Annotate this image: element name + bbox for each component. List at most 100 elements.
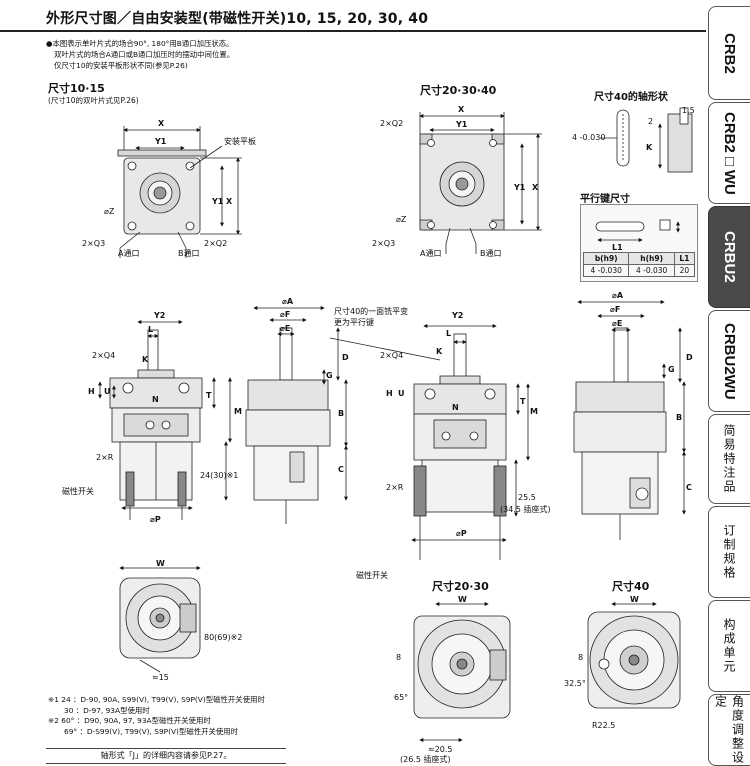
label-n: N xyxy=(152,395,159,404)
notes: ●本图表示单叶片式的场合90°, 180°用B通口加压状态。 双叶片式的场合A通… xyxy=(46,38,234,71)
side-view-20-40-front xyxy=(329,324,530,560)
label-phi-p: ⌀P xyxy=(150,515,161,524)
label-phi-f-40: ⌀F xyxy=(610,305,620,314)
label-x-v: X xyxy=(226,197,233,206)
label-l: L xyxy=(148,325,153,334)
label-q2-20: 2×Q2 xyxy=(380,119,403,128)
label-u-20: U xyxy=(398,389,405,398)
note-line: 双叶片式的场合A通口或B通口加压时的摆动中间位置。 xyxy=(54,50,235,59)
label-15: ≈15 xyxy=(152,673,169,682)
label-k: K xyxy=(142,355,149,364)
label-h-20: H xyxy=(386,389,393,398)
label-y1-20-v: Y1 xyxy=(513,183,526,192)
label-r22-5: R22.5 xyxy=(592,721,615,730)
label-x-20-v: X xyxy=(532,183,539,192)
side-view-10-15-front xyxy=(98,320,232,520)
tab-crb2[interactable]: CRB2 xyxy=(708,6,750,100)
label-65: 65° xyxy=(394,693,408,702)
label-x: X xyxy=(158,119,165,128)
label-8: 8 xyxy=(396,653,401,662)
label-c: C xyxy=(338,465,344,474)
tab-label: 订制规格 xyxy=(722,524,736,580)
label-32-5: 32.5° xyxy=(564,679,586,688)
label-m: M xyxy=(234,407,242,416)
label-mounting-plate: 安装平板 xyxy=(224,136,256,146)
bottom-view-40 xyxy=(587,602,681,709)
label-m-20: M xyxy=(530,407,538,416)
label-k-20: K xyxy=(436,347,443,356)
tab-label: 角度调整设定 xyxy=(713,695,745,765)
side-view-10-15-side xyxy=(245,306,348,524)
label-w-20: W xyxy=(458,595,467,604)
label-port-b: B通口 xyxy=(178,248,200,258)
label-4-tol: 4 -0.030 xyxy=(572,133,605,142)
label-80-69: 80(69)※2 xyxy=(204,633,242,642)
key-value-h: 4 -0.030 xyxy=(628,264,675,277)
section-bottom-40: 尺寸40 xyxy=(612,580,650,593)
section-size-10-15-note: (尺寸10的双叶片式见P.26) xyxy=(48,96,139,105)
key-header-l1: L1 xyxy=(673,252,696,265)
section-shaft-shape-40: 尺寸40的轴形状 xyxy=(594,92,668,103)
label-g: G xyxy=(326,371,333,380)
label-q2: 2×Q2 xyxy=(204,239,227,248)
tab-custom-spec[interactable]: 订制规格 xyxy=(708,506,750,598)
label-25-5: 25.5 xyxy=(518,493,536,502)
label-port-a: A通口 xyxy=(118,248,139,258)
label-flat-note-1: 尺寸40的一面铣平变 xyxy=(334,306,408,316)
label-h: H xyxy=(88,387,95,396)
key-value-l1: 20 xyxy=(673,264,696,277)
label-phi-e: ⌀E xyxy=(280,324,290,333)
label-phi-z: ⌀Z xyxy=(104,207,115,216)
label-w-40: W xyxy=(630,595,639,604)
tab-label: CRB2□WU xyxy=(721,111,738,195)
label-q3-20: 2×Q3 xyxy=(372,239,395,248)
tab-crbu2wu[interactable]: CRBU2WU xyxy=(708,310,750,412)
tab-components[interactable]: 构成单元 xyxy=(708,600,750,692)
label-w: W xyxy=(156,559,165,568)
shaft-shape-40-drawing xyxy=(600,107,693,173)
tab-simple-special[interactable]: 简易特注品 xyxy=(708,414,750,504)
section-bottom-20-30: 尺寸20·30 xyxy=(432,580,489,593)
label-r-20: 2×R xyxy=(386,483,404,492)
parallel-key-drawing xyxy=(595,219,680,242)
top-view-size-20-30-40 xyxy=(419,112,542,254)
label-t-20: T xyxy=(520,397,526,406)
label-k-shaft: K xyxy=(646,143,653,152)
footnote: ※2 60° ：D90, 90A, 97, 93A型磁性开关使用时 xyxy=(48,716,211,725)
label-b-40: B xyxy=(676,413,682,422)
label-phi-a-40: ⌀A xyxy=(612,291,624,300)
section-size-20-30-40: 尺寸20·30·40 xyxy=(420,84,497,97)
label-x-20: X xyxy=(458,105,465,114)
label-8-40: 8 xyxy=(578,653,583,662)
label-u: U xyxy=(104,387,111,396)
label-n-20: N xyxy=(452,403,459,412)
title-rule xyxy=(0,30,706,32)
tab-label: CRBU2 xyxy=(721,231,738,283)
label-20-5: ≈20.5 xyxy=(428,745,453,754)
label-phi-e-40: ⌀E xyxy=(612,319,622,328)
note-line: 仅尺寸10的安装平板形状不同(参见P.26) xyxy=(54,61,188,70)
technical-drawings: X Y1 Y1 X 安装平板 ⌀Z 2×Q3 2×Q2 A通口 B通口 X Y1… xyxy=(62,105,695,764)
label-q3: 2×Q3 xyxy=(82,239,105,248)
bottom-view-20-30 xyxy=(413,602,511,742)
label-y2: Y2 xyxy=(153,311,165,320)
label-y1: Y1 xyxy=(154,137,167,146)
tab-crb2wu[interactable]: CRB2□WU xyxy=(708,102,750,204)
label-34-5: (34.5 插座式) xyxy=(500,504,551,514)
label-l-20: L xyxy=(446,329,451,338)
label-phi-p-20: ⌀P xyxy=(456,529,467,538)
tab-angle-adjust[interactable]: 角度调整设定 xyxy=(708,694,750,766)
key-header-h: h(h9) xyxy=(628,252,675,265)
label-2: 2 xyxy=(648,117,653,126)
label-port-b-20: B通口 xyxy=(480,248,502,258)
label-magnetic-switch: 磁性开关 xyxy=(62,486,94,496)
parallel-key-table: b(h9) h(h9) L1 4 -0.030 4 -0.030 20 xyxy=(582,252,696,277)
label-d: D xyxy=(342,353,349,362)
label-t: T xyxy=(206,391,212,400)
label-y2-20: Y2 xyxy=(451,311,463,320)
label-24-30: 24(30)※1 xyxy=(200,471,238,480)
label-phi-f: ⌀F xyxy=(280,310,290,319)
tab-crbu2[interactable]: CRBU2 xyxy=(708,206,750,308)
label-r: 2×R xyxy=(96,453,114,462)
label-phi-z-20: ⌀Z xyxy=(396,215,407,224)
